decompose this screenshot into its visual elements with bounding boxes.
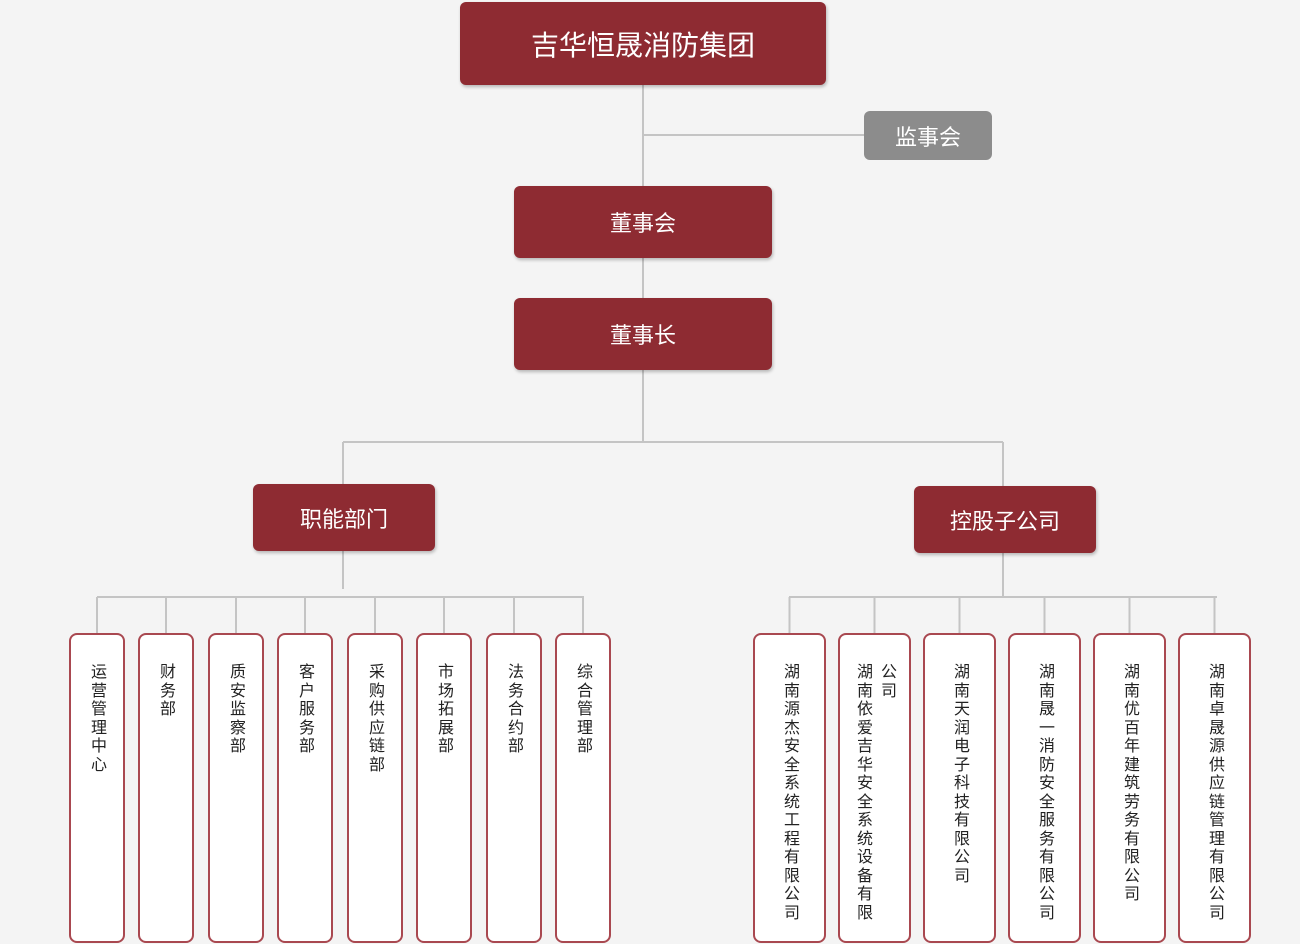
department-label: 法务合约部 [507,662,524,755]
supervisory-board-node[interactable]: 监事会 [864,111,992,160]
department-box[interactable]: 法务合约部 [486,633,542,943]
board-node[interactable]: 董事会 [514,186,772,258]
company-label-continued: 公司 [880,662,897,700]
company-label: 湖南天润电子科技有限公司 [953,662,970,885]
department-box[interactable]: 运营管理中心 [69,633,125,943]
holding-companies-label: 控股子公司 [949,509,1060,535]
functional-departments-label: 职能部门 [299,507,388,533]
functional-departments-node[interactable]: 职能部门 [253,484,435,551]
company-box[interactable]: 湖南天润电子科技有限公司 [923,633,996,943]
department-label: 质安监察部 [229,662,246,755]
chairman-label: 董事长 [609,324,676,349]
holding-companies-node[interactable]: 控股子公司 [914,486,1096,553]
group-title: 吉华恒晟消防集团 [530,28,755,62]
department-label: 综合管理部 [576,662,593,755]
chairman-node[interactable]: 董事长 [514,298,772,370]
company-label: 湖南依爱吉华安全系统设备有限 [856,662,873,922]
department-box[interactable]: 市场拓展部 [416,633,472,943]
department-box[interactable]: 综合管理部 [555,633,611,943]
department-box[interactable]: 客户服务部 [277,633,333,943]
department-label: 客户服务部 [298,662,315,755]
department-label: 财务部 [159,662,176,718]
department-box[interactable]: 财务部 [138,633,194,943]
company-box[interactable]: 湖南源杰安全系统工程有限公司 [753,633,826,943]
company-box[interactable]: 湖南晟一消防安全服务有限公司 [1008,633,1081,943]
company-box[interactable]: 湖南卓晟源供应链管理有限公司 [1178,633,1251,943]
department-box[interactable]: 质安监察部 [208,633,264,943]
company-box[interactable]: 湖南优百年建筑劳务有限公司 [1093,633,1166,943]
company-label: 湖南优百年建筑劳务有限公司 [1123,662,1140,903]
company-box[interactable]: 湖南依爱吉华安全系统设备有限 公司 [838,633,911,943]
company-label: 湖南卓晟源供应链管理有限公司 [1208,662,1225,922]
supervisory-board-label: 监事会 [894,125,961,151]
department-label: 市场拓展部 [437,662,454,755]
board-label: 董事会 [609,212,676,237]
company-label: 湖南源杰安全系统工程有限公司 [783,662,800,922]
group-node[interactable]: 吉华恒晟消防集团 [460,2,826,85]
department-label: 运营管理中心 [90,662,107,774]
department-label: 采购供应链部 [368,662,385,774]
company-label: 湖南晟一消防安全服务有限公司 [1038,662,1055,922]
department-box[interactable]: 采购供应链部 [347,633,403,943]
